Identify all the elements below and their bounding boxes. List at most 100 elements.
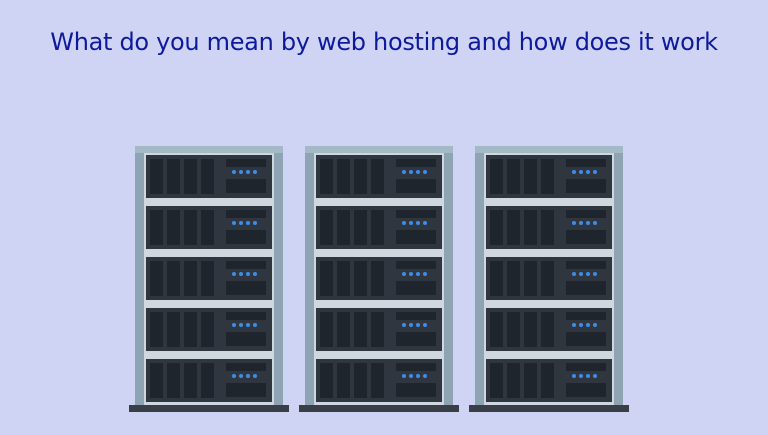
indicator-strip	[566, 159, 606, 167]
drive-bay	[150, 363, 163, 398]
server-unit	[146, 206, 272, 249]
status-led	[232, 170, 236, 174]
status-led	[246, 323, 250, 327]
status-led	[586, 221, 590, 225]
vent-panel	[226, 332, 266, 346]
drive-bay	[507, 159, 520, 194]
status-led	[409, 374, 413, 378]
status-led	[423, 374, 427, 378]
drive-bay	[201, 312, 214, 347]
drive-bay	[524, 261, 537, 296]
drive-bay	[184, 261, 197, 296]
status-led	[253, 221, 257, 225]
drive-bay	[337, 261, 350, 296]
drive-bay	[337, 363, 350, 398]
vent-panel	[396, 230, 436, 244]
server-unit	[146, 359, 272, 402]
drive-bay	[201, 159, 214, 194]
indicator-strip	[396, 261, 436, 269]
status-led	[232, 323, 236, 327]
rack-base	[469, 405, 629, 412]
indicator-strip	[226, 159, 266, 167]
status-led	[579, 221, 583, 225]
drive-bay	[184, 159, 197, 194]
vent-panel	[566, 230, 606, 244]
drive-bay	[524, 159, 537, 194]
status-led	[239, 272, 243, 276]
drive-bay	[541, 261, 554, 296]
indicator-strip	[396, 210, 436, 218]
status-led	[579, 272, 583, 276]
drive-bay	[490, 312, 503, 347]
vent-panel	[566, 383, 606, 397]
server-unit	[486, 359, 612, 402]
rack-top-cap	[135, 146, 283, 153]
status-led	[409, 170, 413, 174]
drive-bay	[167, 210, 180, 245]
drive-bay	[337, 312, 350, 347]
indicator-strip	[226, 261, 266, 269]
vent-panel	[396, 332, 436, 346]
server-unit	[316, 155, 442, 198]
status-led	[593, 272, 597, 276]
vent-panel	[226, 230, 266, 244]
vent-panel	[566, 281, 606, 295]
drive-bay	[507, 261, 520, 296]
drive-bay	[524, 312, 537, 347]
status-led	[423, 170, 427, 174]
vent-panel	[226, 281, 266, 295]
status-led	[402, 323, 406, 327]
status-led	[586, 323, 590, 327]
server-rack-icon	[469, 146, 629, 412]
drive-bay	[167, 159, 180, 194]
drive-bay	[150, 210, 163, 245]
status-led	[409, 221, 413, 225]
server-unit	[486, 257, 612, 300]
drive-bay	[541, 159, 554, 194]
vent-panel	[226, 383, 266, 397]
rack-base	[129, 405, 289, 412]
status-led	[593, 221, 597, 225]
status-led	[402, 221, 406, 225]
status-led	[253, 170, 257, 174]
status-led	[579, 170, 583, 174]
status-led	[586, 272, 590, 276]
status-led	[593, 374, 597, 378]
indicator-strip	[226, 312, 266, 320]
drive-bay	[371, 159, 384, 194]
drive-bay	[371, 312, 384, 347]
status-led	[246, 221, 250, 225]
drive-bay	[490, 159, 503, 194]
status-led	[423, 272, 427, 276]
status-led	[572, 374, 576, 378]
rack-rail-left	[305, 146, 314, 405]
status-led	[416, 374, 420, 378]
drive-bay	[541, 363, 554, 398]
drive-bay	[320, 261, 333, 296]
status-led	[232, 272, 236, 276]
drive-bay	[337, 210, 350, 245]
indicator-strip	[226, 210, 266, 218]
status-led	[239, 374, 243, 378]
drive-bay	[320, 312, 333, 347]
drive-bay	[371, 261, 384, 296]
vent-panel	[396, 179, 436, 193]
rack-top-cap	[475, 146, 623, 153]
drive-bay	[490, 210, 503, 245]
server-unit	[146, 155, 272, 198]
status-led	[572, 272, 576, 276]
drive-bay	[524, 210, 537, 245]
drive-bay	[167, 261, 180, 296]
drive-bay	[167, 312, 180, 347]
drive-bay	[354, 312, 367, 347]
drive-bay	[150, 261, 163, 296]
indicator-strip	[566, 261, 606, 269]
indicator-strip	[396, 159, 436, 167]
drive-bay	[184, 210, 197, 245]
status-led	[246, 272, 250, 276]
indicator-strip	[396, 363, 436, 371]
drive-bay	[201, 363, 214, 398]
server-rack-icon	[299, 146, 459, 412]
status-led	[572, 221, 576, 225]
